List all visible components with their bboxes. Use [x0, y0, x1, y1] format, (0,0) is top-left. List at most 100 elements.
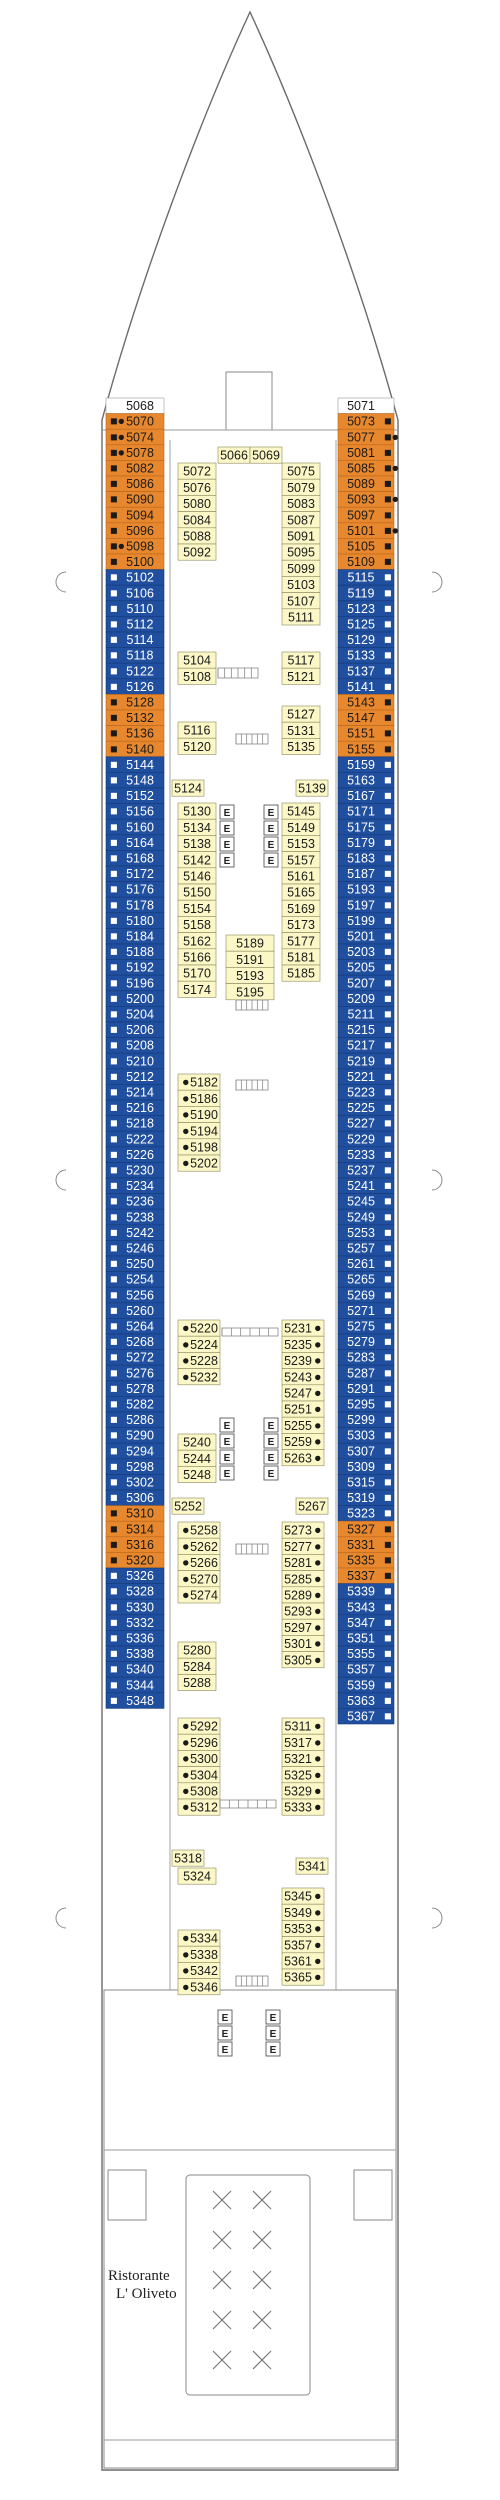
cabin-number: 5241	[347, 1179, 375, 1193]
cabin-number: 5308	[190, 1785, 218, 1799]
cabin-5209: 5209■	[337, 990, 395, 1007]
cabin-marker-icon: ■	[384, 1038, 392, 1052]
cabin-number: 5196	[126, 976, 154, 990]
cabin-marker-icon: ●	[314, 1637, 322, 1651]
cabin-5072: 5072	[177, 462, 217, 480]
cabin-number: 5153	[287, 837, 315, 851]
cabin-5188: 5188■	[105, 943, 165, 960]
svg-text:E: E	[224, 856, 231, 867]
svg-text:E: E	[224, 1437, 231, 1448]
cabin-marker-icon: ■	[384, 1553, 392, 1567]
cabin-number: 5266	[190, 1556, 218, 1570]
cabin-5134: 5134	[177, 818, 217, 836]
cabin-number: 5139	[298, 782, 326, 796]
cabin-marker-icon: ■	[384, 1600, 392, 1614]
cabin-5327: 5327■	[337, 1520, 395, 1538]
cabin-5260: 5260■	[105, 1302, 165, 1319]
cabin-marker-icon: ■	[110, 617, 118, 631]
cabin-number: 5161	[287, 870, 315, 884]
cabin-5185: 5185	[281, 964, 321, 982]
cabin-marker-icon: ●	[314, 1735, 322, 1749]
dining-table-icon	[212, 2270, 232, 2290]
cabin-marker-icon: ●	[314, 1386, 322, 1400]
cabin-marker-icon: ■	[384, 539, 392, 553]
cabin-5197: 5197■	[337, 896, 395, 914]
cabin-number: 5151	[347, 727, 375, 741]
cabin-5163: 5163■	[337, 772, 395, 789]
cabin-number: 5193	[347, 883, 375, 897]
cabin-5121: 5121	[281, 667, 321, 685]
stairs-icon	[235, 1079, 269, 1091]
cabin-5214: 5214■	[105, 1084, 165, 1101]
cabin-5286: 5286■	[105, 1411, 165, 1428]
cabin-5318: 5318	[171, 1849, 205, 1867]
cabin-marker-icon: ■	[110, 1553, 118, 1567]
cabin-marker-icon: ■	[384, 1537, 392, 1551]
cabin-number: 5335	[347, 1554, 375, 1568]
cabin-number: 5296	[190, 1736, 218, 1750]
cabin-marker-icon: ■	[110, 1600, 118, 1614]
cabin-5205: 5205■	[337, 959, 395, 976]
cabin-marker-icon: ●	[314, 1970, 322, 1984]
cabin-marker-icon: ■	[110, 1413, 118, 1427]
elevator-icon: E	[265, 2009, 281, 2025]
cabin-marker-icon: ■	[384, 804, 392, 818]
cabin-5160: 5160■	[105, 818, 165, 836]
elevator-icon: E	[263, 852, 279, 868]
cabin-number: 5156	[126, 805, 154, 819]
cabin-marker-icon: ■	[110, 1288, 118, 1302]
cabin-5331: 5331■	[337, 1536, 395, 1553]
cabin-marker-icon: ■	[110, 695, 118, 709]
cabin-number: 5302	[126, 1476, 154, 1490]
cabin-number: 5224	[190, 1338, 218, 1352]
cabin-number: 5259	[284, 1435, 312, 1449]
cabin-number: 5342	[190, 1964, 218, 1978]
cabin-marker-icon: ■	[384, 1475, 392, 1489]
elevator-icon: E	[219, 1465, 235, 1481]
cabin-number: 5109	[347, 555, 375, 569]
cabin-5320: 5320■	[105, 1552, 165, 1569]
cabin-number: 5121	[287, 670, 315, 684]
cabin-number: 5201	[347, 930, 375, 944]
cabin-number: 5078	[126, 446, 154, 460]
cabin-number: 5084	[183, 513, 211, 527]
cabin-marker-icon: ■	[110, 1522, 118, 1536]
cabin-marker-icon: ■	[110, 679, 118, 693]
cabin-5104: 5104	[177, 651, 217, 669]
cabin-5329: 5329●	[281, 1782, 325, 1800]
cabin-5208: 5208■	[105, 1037, 165, 1054]
cabin-5217: 5217■	[337, 1037, 395, 1054]
cabin-number: 5316	[126, 1538, 154, 1552]
cabin-5193: 5193	[225, 967, 275, 984]
cabin-number: 5250	[126, 1257, 154, 1271]
cabin-5252: 5252	[171, 1497, 205, 1515]
cabin-marker-icon: ■	[384, 414, 392, 428]
cabin-5311: 5311●	[281, 1717, 325, 1735]
cabin-number: 5315	[347, 1476, 375, 1490]
cabin-number: 5195	[236, 985, 264, 999]
cabin-marker-icon: ■●	[384, 492, 399, 506]
cabin-number: 5182	[190, 1076, 218, 1090]
cabin-5332: 5332■	[105, 1614, 165, 1631]
cabin-number: 5087	[287, 513, 315, 527]
cabin-5289: 5289●	[281, 1586, 325, 1604]
cabin-marker-icon: ■	[110, 570, 118, 584]
cabin-number: 5200	[126, 992, 154, 1006]
cabin-5234: 5234■	[105, 1177, 165, 1194]
cabin-number: 5127	[287, 708, 315, 722]
cabin-5292: 5292●	[177, 1717, 221, 1735]
cabin-number: 5187	[347, 867, 375, 881]
cabin-marker-icon: ●	[182, 1075, 190, 1089]
svg-text:E: E	[268, 808, 275, 819]
cabin-number: 5159	[347, 758, 375, 772]
cabin-5267: 5267	[295, 1497, 329, 1515]
cabin-5143: 5143■	[337, 694, 395, 711]
cabin-marker-icon: ●	[314, 1354, 322, 1368]
cabin-number: 5247	[284, 1387, 312, 1401]
svg-text:E: E	[224, 1453, 231, 1464]
cabin-marker-icon: ■	[110, 523, 118, 537]
cabin-5312: 5312●	[177, 1798, 221, 1816]
cabin-number: 5157	[287, 853, 315, 867]
cabin-5189: 5189	[225, 934, 275, 952]
